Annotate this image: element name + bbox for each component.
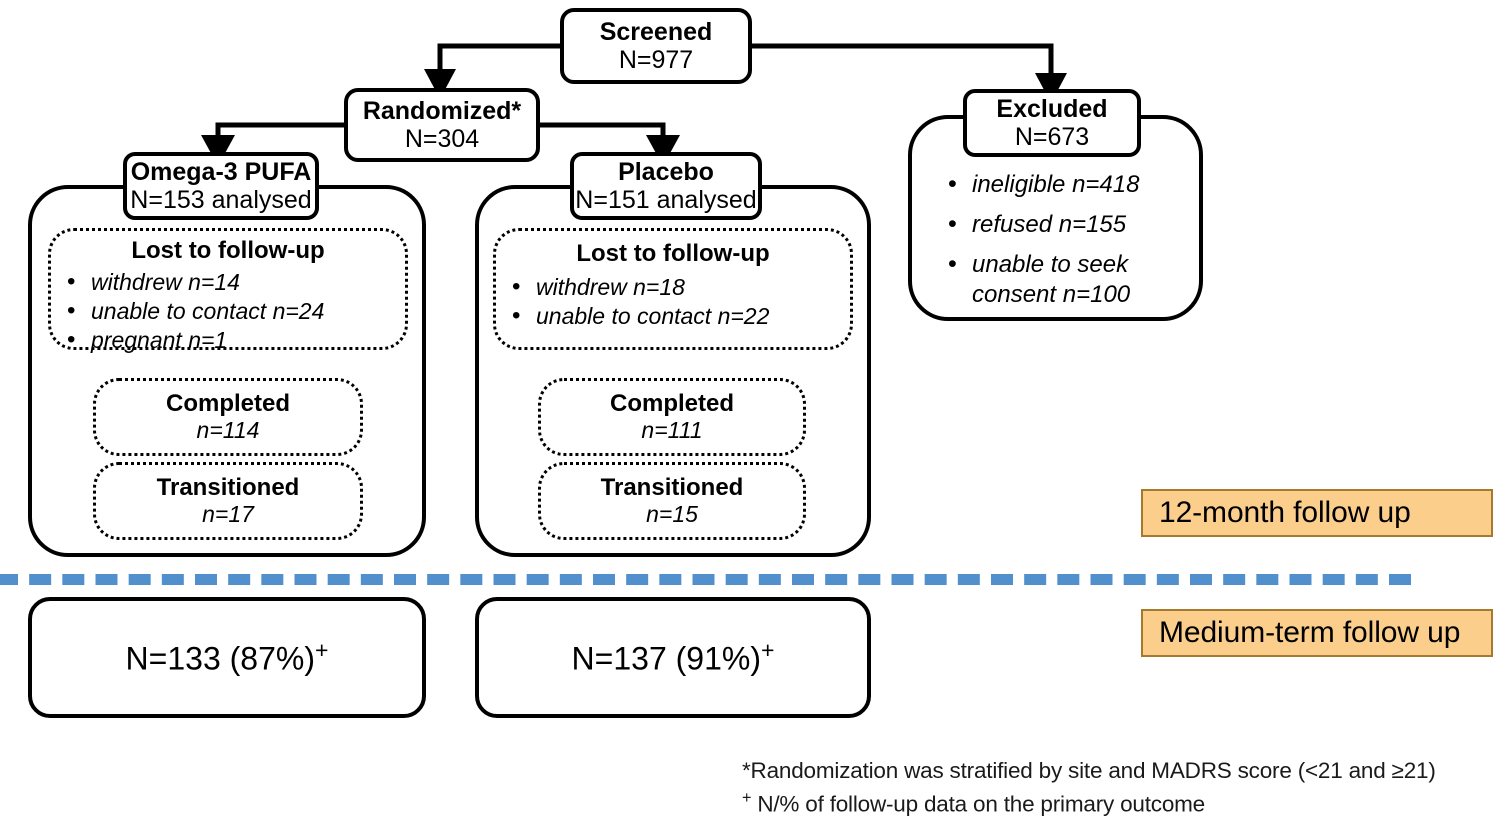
footnote-star: *Randomization was stratified by site an… bbox=[742, 758, 1436, 783]
randomized-title: Randomized* bbox=[362, 97, 522, 125]
placebo-lost-header: Lost to follow-up bbox=[576, 240, 770, 267]
omega3-medium-term-value: N=133 (87%)+ bbox=[125, 636, 329, 677]
list-item: withdrew n=14 bbox=[57, 267, 405, 297]
omega3-lost-list: withdrew n=14 unable to contact n=24 pre… bbox=[51, 267, 405, 355]
placebo-completed: Completed n=111 bbox=[538, 378, 806, 456]
footnotes: *Randomization was stratified by site an… bbox=[742, 755, 1482, 820]
node-placebo: Placebo N=151 analysed bbox=[570, 152, 762, 220]
list-item: unable to seek consent n=100 bbox=[938, 249, 1188, 310]
footnote-plus: + N/% of follow-up data on the primary o… bbox=[742, 787, 1482, 820]
excluded-reasons-list: ineligible n=418 refused n=155 unable to… bbox=[938, 169, 1188, 310]
placebo-medium-term-marker: + bbox=[760, 636, 775, 663]
followup-phase-divider bbox=[0, 574, 1411, 585]
node-screened: Screened N=977 bbox=[560, 8, 752, 84]
placebo-lost-to-followup: Lost to follow-up withdrew n=18 unable t… bbox=[493, 228, 853, 350]
randomized-value: N=304 bbox=[404, 125, 480, 153]
placebo-transitioned: Transitioned n=15 bbox=[538, 462, 806, 540]
placebo-transitioned-header: Transitioned bbox=[600, 474, 744, 502]
omega3-transitioned: Transitioned n=17 bbox=[93, 462, 363, 540]
placebo-medium-term-number: N=137 (91%) bbox=[571, 640, 761, 677]
screened-value: N=977 bbox=[618, 46, 694, 74]
placebo-title: Placebo bbox=[618, 158, 714, 186]
omega3-medium-term-marker: + bbox=[314, 636, 329, 663]
legend-12-month-follow-up: 12-month follow up bbox=[1141, 489, 1493, 537]
footnote-plus-marker: + bbox=[742, 788, 752, 807]
omega3-lost-header: Lost to follow-up bbox=[131, 237, 325, 264]
legend-medium-term-follow-up: Medium-term follow up bbox=[1141, 609, 1493, 657]
list-item: unable to contact n=22 bbox=[502, 301, 850, 331]
omega3-medium-term-outcome: N=133 (87%)+ bbox=[28, 597, 426, 718]
placebo-lost-list: withdrew n=18 unable to contact n=22 bbox=[496, 272, 850, 331]
list-item: withdrew n=18 bbox=[502, 272, 850, 302]
placebo-medium-term-outcome: N=137 (91%)+ bbox=[475, 597, 871, 718]
placebo-medium-term-value: N=137 (91%)+ bbox=[571, 636, 775, 677]
omega3-transitioned-header: Transitioned bbox=[156, 474, 300, 502]
omega3-completed: Completed n=114 bbox=[93, 378, 363, 456]
legend-12-month-label: 12-month follow up bbox=[1159, 496, 1411, 529]
footnote-plus-text: N/% of follow-up data on the primary out… bbox=[751, 791, 1205, 817]
placebo-completed-value: n=111 bbox=[641, 416, 703, 443]
omega3-lost-to-followup: Lost to follow-up withdrew n=14 unable t… bbox=[48, 228, 408, 355]
excluded-title: Excluded bbox=[996, 95, 1108, 123]
list-item: pregnant n=1 bbox=[57, 325, 405, 355]
omega3-completed-value: n=114 bbox=[196, 416, 260, 443]
legend-medium-term-label: Medium-term follow up bbox=[1159, 616, 1461, 649]
node-randomized: Randomized* N=304 bbox=[344, 88, 540, 162]
list-item: ineligible n=418 bbox=[938, 169, 1188, 201]
omega3-value: N=153 analysed bbox=[130, 186, 312, 214]
placebo-transitioned-value: n=15 bbox=[646, 500, 698, 527]
screened-title: Screened bbox=[599, 18, 713, 46]
placebo-value: N=151 analysed bbox=[575, 186, 757, 214]
omega3-medium-term-number: N=133 (87%) bbox=[125, 640, 315, 677]
node-omega3: Omega-3 PUFA N=153 analysed bbox=[123, 152, 319, 220]
list-item: unable to contact n=24 bbox=[57, 296, 405, 326]
omega3-completed-header: Completed bbox=[165, 390, 290, 418]
omega3-transitioned-value: n=17 bbox=[202, 500, 254, 527]
excluded-value: N=673 bbox=[1014, 123, 1090, 151]
omega3-title: Omega-3 PUFA bbox=[130, 158, 312, 186]
placebo-completed-header: Completed bbox=[609, 390, 734, 418]
list-item: refused n=155 bbox=[938, 209, 1188, 241]
node-excluded: Excluded N=673 bbox=[963, 89, 1141, 157]
